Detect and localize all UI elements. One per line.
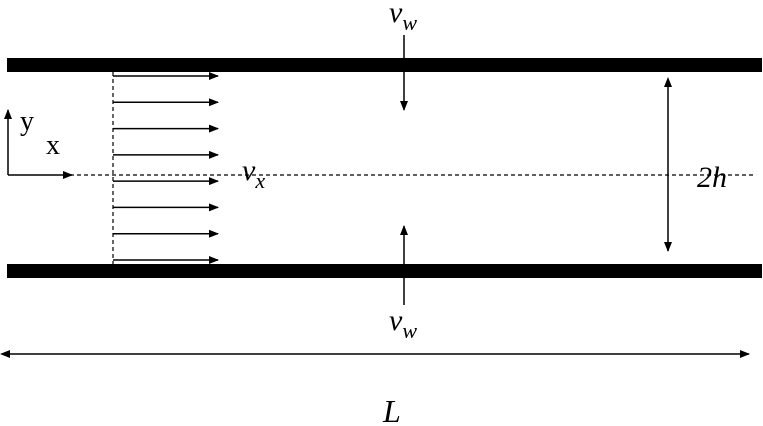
height-label: 2h bbox=[697, 161, 727, 194]
bottom-wall bbox=[7, 264, 762, 278]
velocity-label: vx bbox=[242, 154, 265, 193]
wall-velocity-top-label: vw bbox=[389, 0, 417, 35]
wall-velocity-bottom-symbol: v bbox=[389, 304, 403, 337]
wall-velocity-top-symbol: v bbox=[389, 0, 403, 29]
wall-velocity-bottom-label: vw bbox=[389, 304, 417, 343]
x-axis-label: x bbox=[46, 130, 60, 161]
wall-velocity-bottom-subscript: w bbox=[402, 318, 417, 343]
wall-velocity-top-subscript: w bbox=[402, 10, 417, 35]
velocity-profile bbox=[113, 72, 219, 264]
length-label: L bbox=[382, 393, 401, 426]
velocity-symbol: v bbox=[242, 154, 256, 187]
velocity-subscript: x bbox=[254, 168, 265, 193]
y-axis-label: y bbox=[20, 106, 34, 137]
top-wall bbox=[7, 58, 762, 72]
